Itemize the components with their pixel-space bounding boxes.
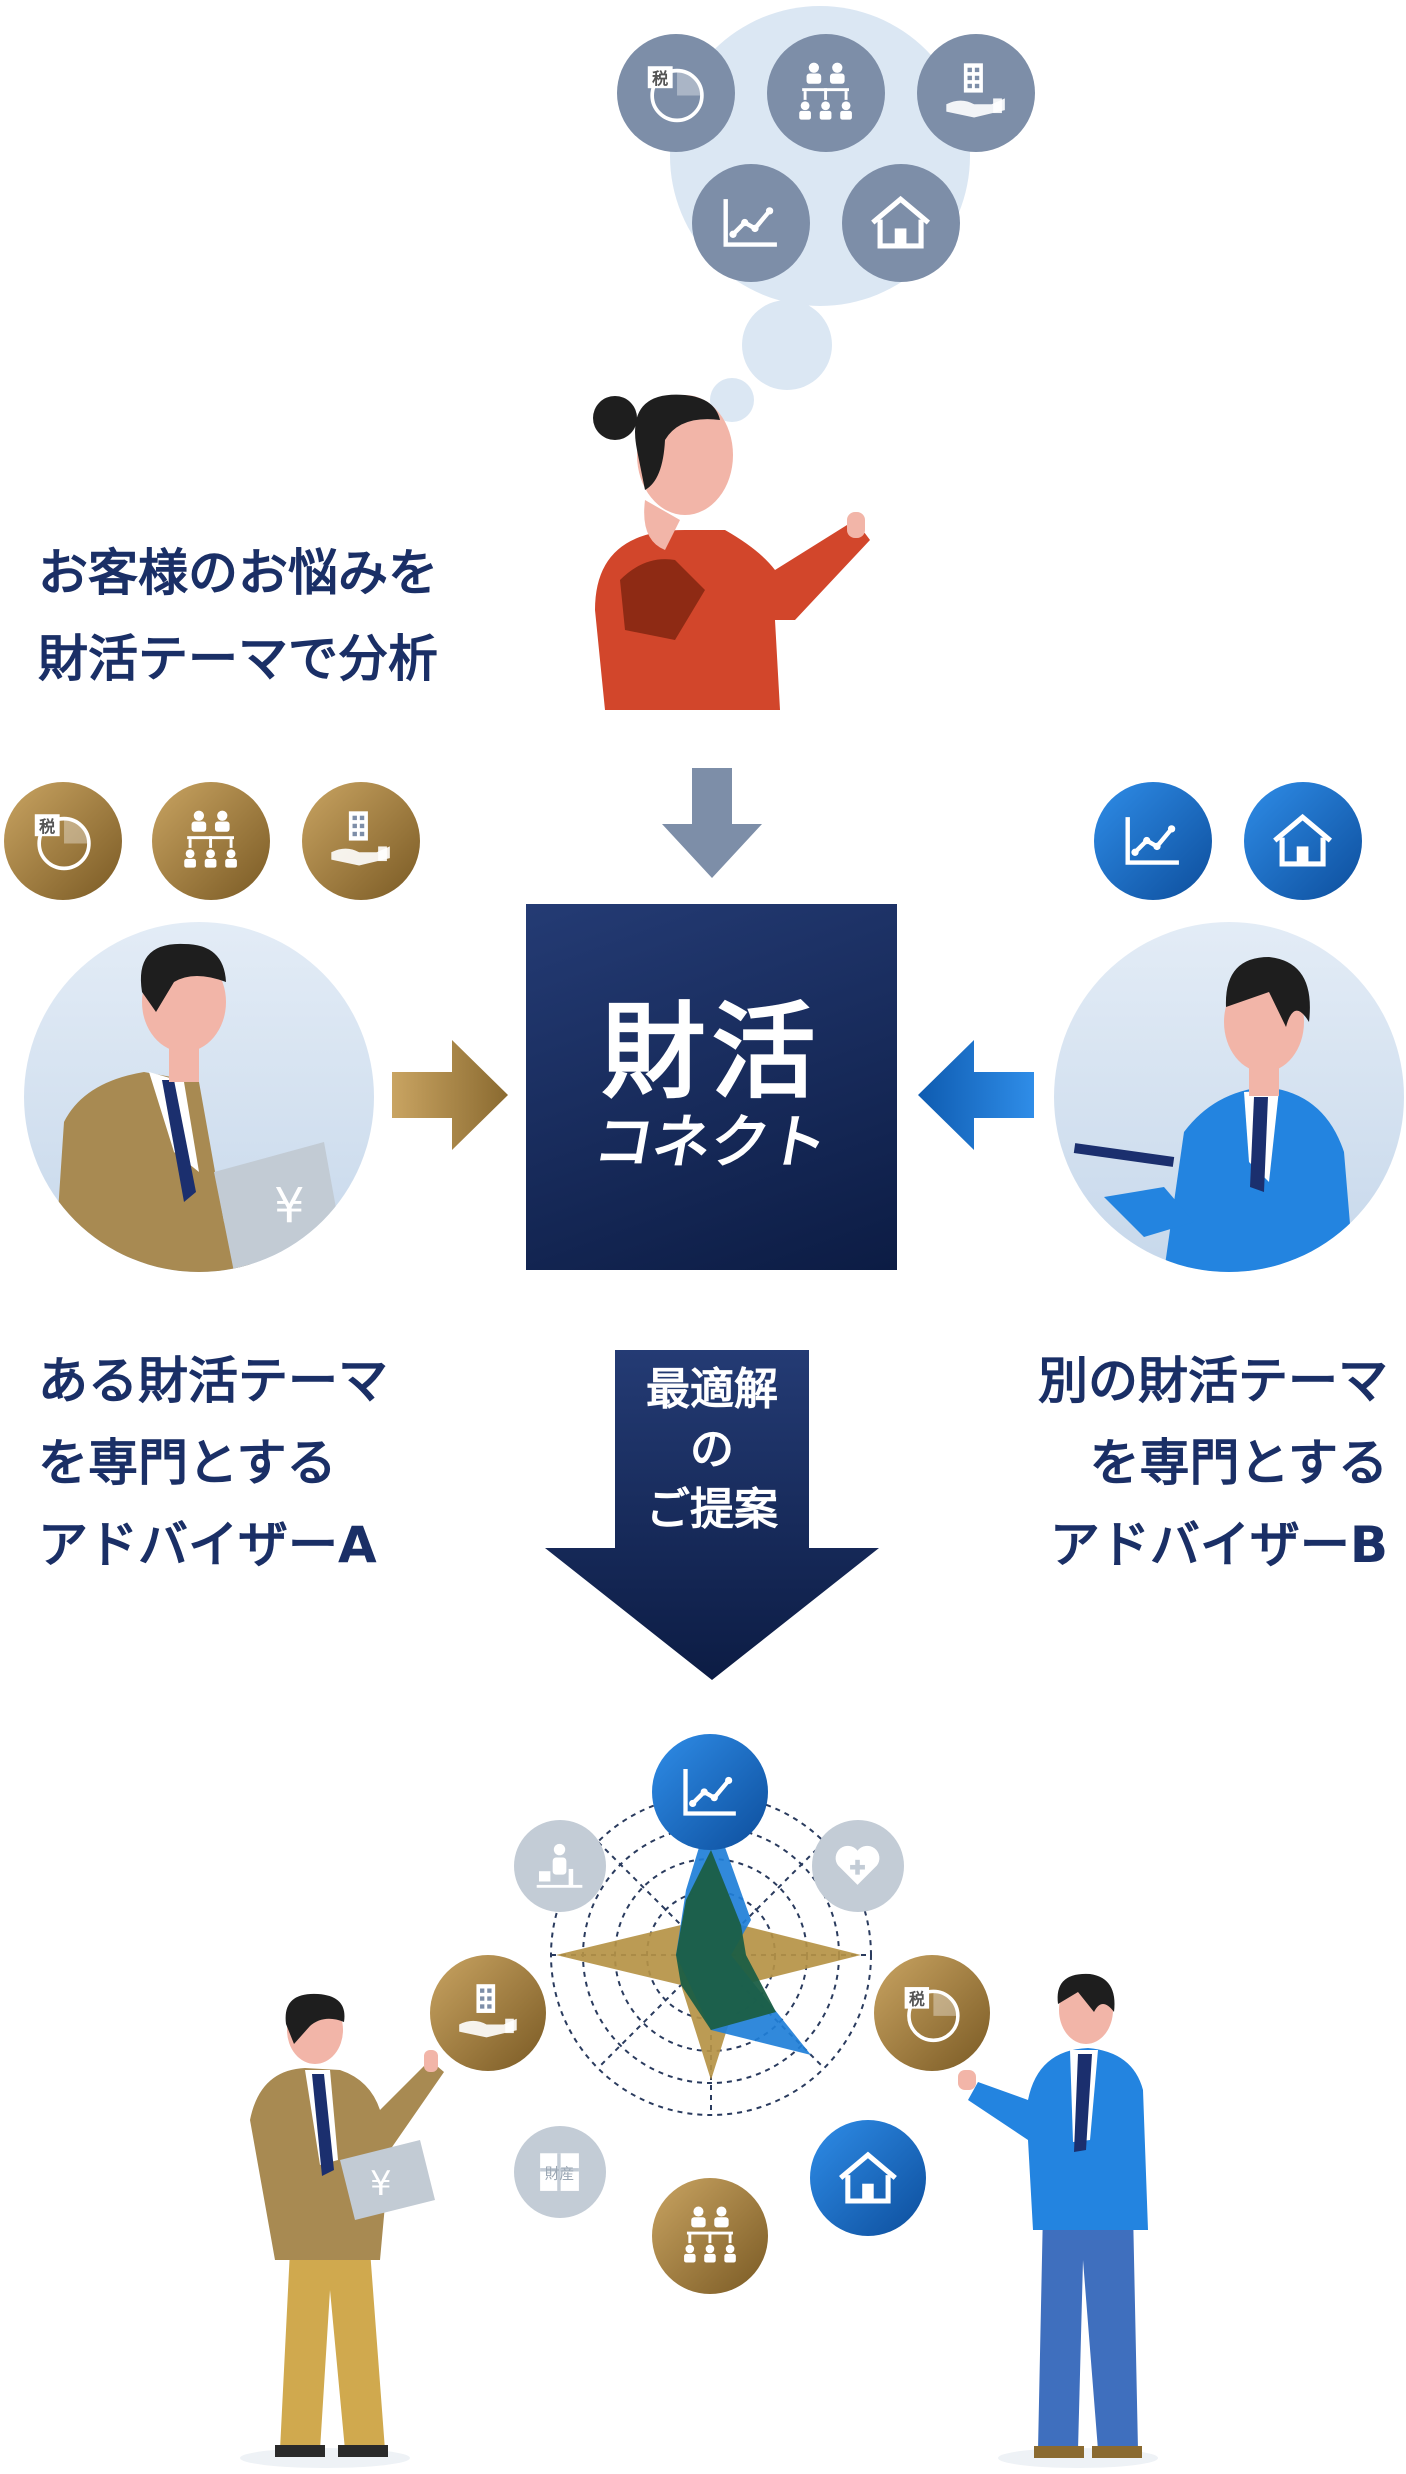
- elderly-care-icon: [514, 1820, 606, 1912]
- growth-chart-icon: [652, 1734, 768, 1850]
- advisor-a-portrait: ¥: [24, 922, 374, 1272]
- advisor-b-caption: 別の財活テーマ を専門とする アドバイザーB: [1038, 1340, 1388, 1586]
- health-heart-icon: [829, 1837, 886, 1894]
- advisor-a-caption-line3: アドバイザーA: [38, 1516, 377, 1574]
- org-chart-icon: [152, 782, 270, 900]
- proposal-label-line1: 最適解: [646, 1364, 778, 1415]
- house-icon: [832, 2142, 904, 2214]
- zaikatsu-connect-logo: 財活 コネクト: [526, 904, 897, 1270]
- house-icon: [810, 2120, 926, 2236]
- growth-chart-icon: [692, 164, 810, 282]
- tax-chart-icon: [874, 1955, 990, 2071]
- advisor-b-portrait: [1054, 922, 1404, 1272]
- proposal-label: 最適解 の ご提案: [620, 1360, 804, 1540]
- advisor-b-figure: [958, 1973, 1158, 2468]
- house-icon: [842, 164, 960, 282]
- org-chart-icon: [652, 2178, 768, 2294]
- growth-chart-icon: [1094, 782, 1212, 900]
- property-icon-label: 財産: [545, 2166, 575, 2183]
- tax-chart-icon: [639, 56, 712, 129]
- advisor-a-figure: ¥: [240, 1993, 444, 2468]
- advisor-a-caption: ある財活テーマ を専門とする アドバイザーA: [38, 1340, 388, 1586]
- logo-line1: 財活: [601, 991, 822, 1113]
- radar-chart: [550, 1794, 872, 2116]
- org-chart-icon: [789, 56, 862, 129]
- property-icon: 財産: [514, 2126, 606, 2218]
- customer-caption: お客様のお悩みを 財活テーマで分析: [38, 530, 438, 702]
- proposal-label-line3: ご提案: [646, 1484, 778, 1535]
- customer-illustration: [593, 394, 870, 710]
- building-hand-icon: [324, 804, 397, 877]
- building-hand-icon: [452, 1977, 524, 2049]
- thought-bubble-small: [742, 300, 832, 390]
- customer-caption-line2: 財活テーマで分析: [38, 630, 438, 688]
- property-icon: 財産: [531, 2143, 588, 2200]
- svg-text:¥: ¥: [274, 1178, 305, 1234]
- growth-chart-icon: [714, 186, 787, 259]
- customer-caption-line1: お客様のお悩みを: [38, 544, 438, 602]
- growth-chart-icon: [1116, 804, 1189, 877]
- tax-chart-icon: [4, 782, 122, 900]
- growth-chart-icon: [674, 1756, 746, 1828]
- down-arrow-icon: [662, 768, 762, 878]
- advisor-a-caption-line2: を専門とする: [38, 1434, 337, 1492]
- svg-text:¥: ¥: [370, 2164, 392, 2204]
- tax-chart-icon: [617, 34, 735, 152]
- building-hand-icon: [430, 1955, 546, 2071]
- building-hand-icon: [917, 34, 1035, 152]
- house-icon: [864, 186, 937, 259]
- proposal-label-line2: の: [690, 1424, 734, 1475]
- tax-chart-icon: [26, 804, 99, 877]
- proposal-arrow-icon: [545, 1350, 879, 1680]
- house-icon: [1266, 804, 1339, 877]
- org-chart-icon: [174, 804, 247, 877]
- advisor-a-caption-line1: ある財活テーマ: [38, 1352, 388, 1410]
- health-heart-icon: [812, 1820, 904, 1912]
- advisor-b-caption-line2: を専門とする: [1089, 1434, 1389, 1492]
- building-hand-icon: [939, 56, 1012, 129]
- advisor-b-caption-line1: 別の財活テーマ: [1038, 1352, 1388, 1410]
- house-icon: [1244, 782, 1362, 900]
- elderly-care-icon: [531, 1837, 588, 1894]
- building-hand-icon: [302, 782, 420, 900]
- org-chart-icon: [767, 34, 885, 152]
- org-chart-icon: [674, 2200, 746, 2272]
- logo-line2: コネクト: [589, 1108, 834, 1176]
- radar-overlap: [676, 1850, 776, 2030]
- right-arrow-icon: [392, 1040, 508, 1150]
- advisor-b-caption-line3: アドバイザーB: [1049, 1516, 1388, 1574]
- left-arrow-icon: [918, 1040, 1034, 1150]
